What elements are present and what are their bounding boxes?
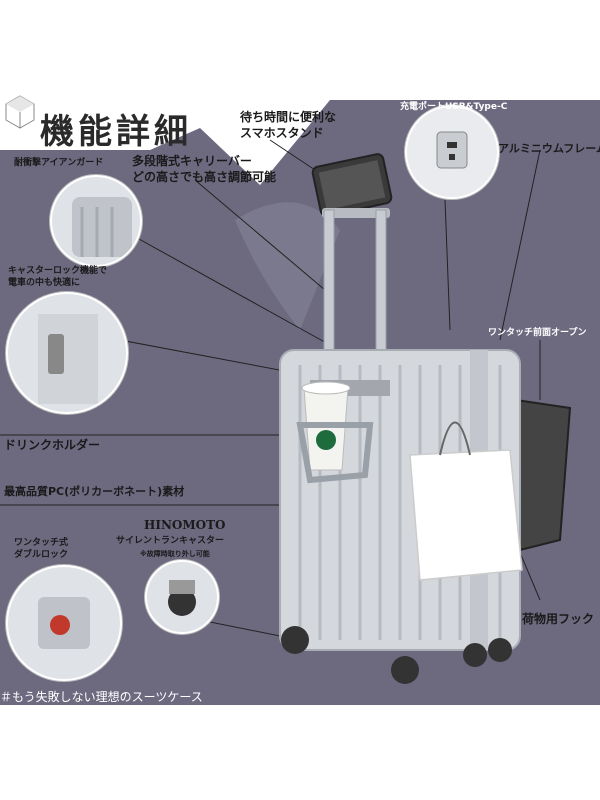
usb-port-label: 充電ポートUSB&Type-C [400,102,508,112]
usb-port-icon [436,131,468,169]
suitcase-image [279,153,572,684]
caster-wheel-detail-circle [145,560,219,634]
double-lock-label-line2: ダブルロック [14,550,69,560]
corner-guard-icon [72,197,132,257]
caster-lock-icon [38,314,98,404]
wheel-icon [168,580,196,616]
carry-bar-label-line2: どの高さでも高さ調節可能 [132,170,277,184]
usb-port-detail-circle [405,105,499,199]
brand-label: HINOMOTO [144,518,226,532]
caster-lock-detail-circle [6,292,128,414]
drink-holder-label: ドリンクホルダー [4,438,101,452]
tsa-lock-icon [38,597,90,649]
double-lock-detail-circle [6,565,122,681]
cube-logo-icon [5,95,35,129]
carry-bar-label-line1: 多段階式キャリーバー [132,154,252,168]
iron-guard-detail-circle [50,175,142,267]
pc-material-label: 最高品質PC(ポリカーボネート)素材 [4,485,185,498]
caster-note-label: ※故障時取り外し可能 [140,550,210,558]
footer-tagline: ＃もう失敗しない理想のスーツケース [0,690,203,704]
aluminum-frame-label: アルミニウムフレーム [498,142,600,155]
caster-lock-label-line1: キャスターロック機能で [8,266,108,276]
phone-stand-label-line1: 待ち時間に便利な [240,110,337,124]
silent-caster-label: サイレントランキャスター [116,536,225,546]
shock-guard-label: 耐衝撃アイアンガード [14,158,104,168]
phone-stand-label-line2: スマホスタンド [240,126,324,140]
double-lock-label-line1: ワンタッチ式 [14,538,69,548]
page-title: 機能詳細 [40,112,192,152]
caster-lock-label-line2: 電車の中も快適に [8,278,81,288]
front-open-label: ワンタッチ前面オープン [488,328,587,338]
luggage-hook-label: 荷物用フック [522,612,595,626]
